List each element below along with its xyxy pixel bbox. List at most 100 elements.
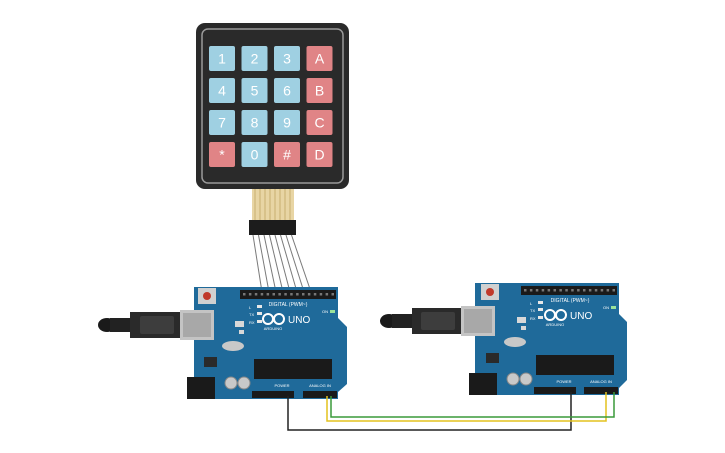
jumper-wire[interactable]: [263, 234, 277, 293]
keypad-key-5[interactable]: 5: [241, 78, 268, 103]
header-pin: [325, 293, 329, 296]
keypad-key-label: #: [283, 147, 291, 163]
header-pin: [565, 289, 568, 292]
usb-plug-grip: [140, 316, 174, 334]
ground-wire[interactable]: [287, 392, 572, 431]
keypad-connector: [249, 220, 296, 235]
capacitor-1: [506, 372, 520, 386]
keypad-key-4[interactable]: 4: [209, 78, 235, 103]
header-pin: [594, 289, 598, 292]
power-header: [252, 391, 294, 398]
keypad-key-face: [274, 78, 300, 103]
keypad-key-D[interactable]: D: [306, 142, 333, 167]
capacitor-1: [224, 376, 238, 390]
yellow-wire[interactable]: [326, 392, 607, 422]
on-led: [611, 306, 616, 309]
jumper-wire[interactable]: [252, 234, 263, 293]
reset-button-cap[interactable]: [486, 288, 494, 296]
keypad-key-face: [274, 46, 300, 71]
icsp-chip: [517, 317, 526, 323]
keypad-key-label: 4: [218, 83, 226, 99]
keypad-key-2[interactable]: 2: [241, 46, 268, 71]
analog-label: ANALOG IN: [590, 379, 612, 384]
keypad-key-0[interactable]: 0: [241, 142, 268, 167]
header-pin: [248, 293, 252, 296]
jumper-wire[interactable]: [280, 234, 298, 293]
keypad-key-6[interactable]: 6: [274, 78, 300, 103]
keypad-key-label: C: [314, 115, 324, 131]
rx-label: RX: [530, 316, 536, 321]
keypad-key-label: 7: [218, 115, 226, 131]
regulator: [204, 357, 217, 367]
header-pin: [559, 289, 562, 292]
arduino-logo: ARDUINO UNO: [262, 313, 310, 331]
brand-label: ARDUINO: [546, 322, 564, 327]
header-pin: [290, 293, 293, 296]
logo-loop-right: [555, 309, 567, 321]
brand-label: ARDUINO: [264, 326, 282, 331]
keypad-key-label: 2: [251, 51, 259, 67]
header-pin: [307, 293, 311, 296]
header-pin: [583, 289, 586, 292]
power-jack: [187, 377, 215, 399]
header-pin: [606, 289, 610, 292]
reset-button-cap[interactable]: [203, 292, 211, 300]
keypad-key-B[interactable]: B: [306, 78, 333, 103]
header-pin: [541, 289, 545, 292]
arduino-board-left[interactable]: DIGITAL (PWM~) TX RX L ARDUINO UNO ON PO…: [98, 287, 347, 399]
keypad-key-*[interactable]: *: [209, 142, 235, 167]
keypad-key-label: *: [219, 147, 225, 163]
keypad-key-9[interactable]: 9: [274, 110, 300, 135]
header-pin: [243, 293, 246, 296]
keypad-key-face: [241, 46, 268, 71]
keypad-key-3[interactable]: 3: [274, 46, 300, 71]
usb-cable-right[interactable]: [380, 308, 463, 334]
keypad-key-face: [306, 110, 333, 135]
header-pin: [529, 289, 533, 292]
crystal: [222, 341, 244, 351]
digital-header-label: DIGITAL (PWM~): [551, 298, 590, 304]
regulator: [486, 353, 499, 363]
keypad-key-7[interactable]: 7: [209, 110, 235, 135]
keypad-key-A[interactable]: A: [306, 46, 333, 71]
green-wire[interactable]: [330, 392, 615, 418]
ribbon-cable: [252, 189, 294, 221]
keypad-bezel: [201, 28, 344, 184]
rx-label: RX: [249, 320, 255, 325]
usb-plug-grip: [421, 312, 455, 330]
analog-header: [303, 391, 337, 398]
usb-cable-left[interactable]: [98, 312, 183, 338]
keypad-key-face: [306, 142, 333, 167]
arduino-board-right[interactable]: DIGITAL (PWM~) TX RX L ARDUINO UNO ON PO…: [380, 283, 627, 395]
header-pin: [296, 293, 299, 296]
keypad-key-label: 1: [218, 51, 226, 67]
keypad-key-8[interactable]: 8: [241, 110, 268, 135]
header-pin: [254, 293, 258, 296]
keypad-key-label: 6: [283, 83, 291, 99]
header-pin: [331, 293, 334, 296]
header-pin: [535, 289, 539, 292]
usb-cable-strain: [392, 314, 414, 328]
l-label: L: [530, 301, 533, 306]
capacitor-2: [237, 376, 251, 390]
header-pin: [272, 293, 275, 296]
jumper-wire[interactable]: [269, 234, 284, 293]
keypad-key-#[interactable]: #: [274, 142, 300, 167]
keypad-key-face: [241, 142, 268, 167]
keypad-key-C[interactable]: C: [306, 110, 333, 135]
jumper-wire[interactable]: [274, 234, 291, 293]
tx-led: [538, 308, 543, 311]
header-pin: [313, 293, 317, 296]
keypad-key-face: [306, 46, 333, 71]
header-pin: [588, 289, 592, 292]
keypad-key-face: [241, 110, 268, 135]
usb-cable-strain: [110, 318, 132, 332]
l-led: [257, 305, 262, 308]
jumper-wire[interactable]: [258, 234, 270, 293]
keypad-key-1[interactable]: 1: [209, 46, 235, 71]
jumper-wire[interactable]: [291, 234, 312, 293]
jumper-wire[interactable]: [285, 234, 305, 293]
on-label: ON: [322, 309, 328, 314]
